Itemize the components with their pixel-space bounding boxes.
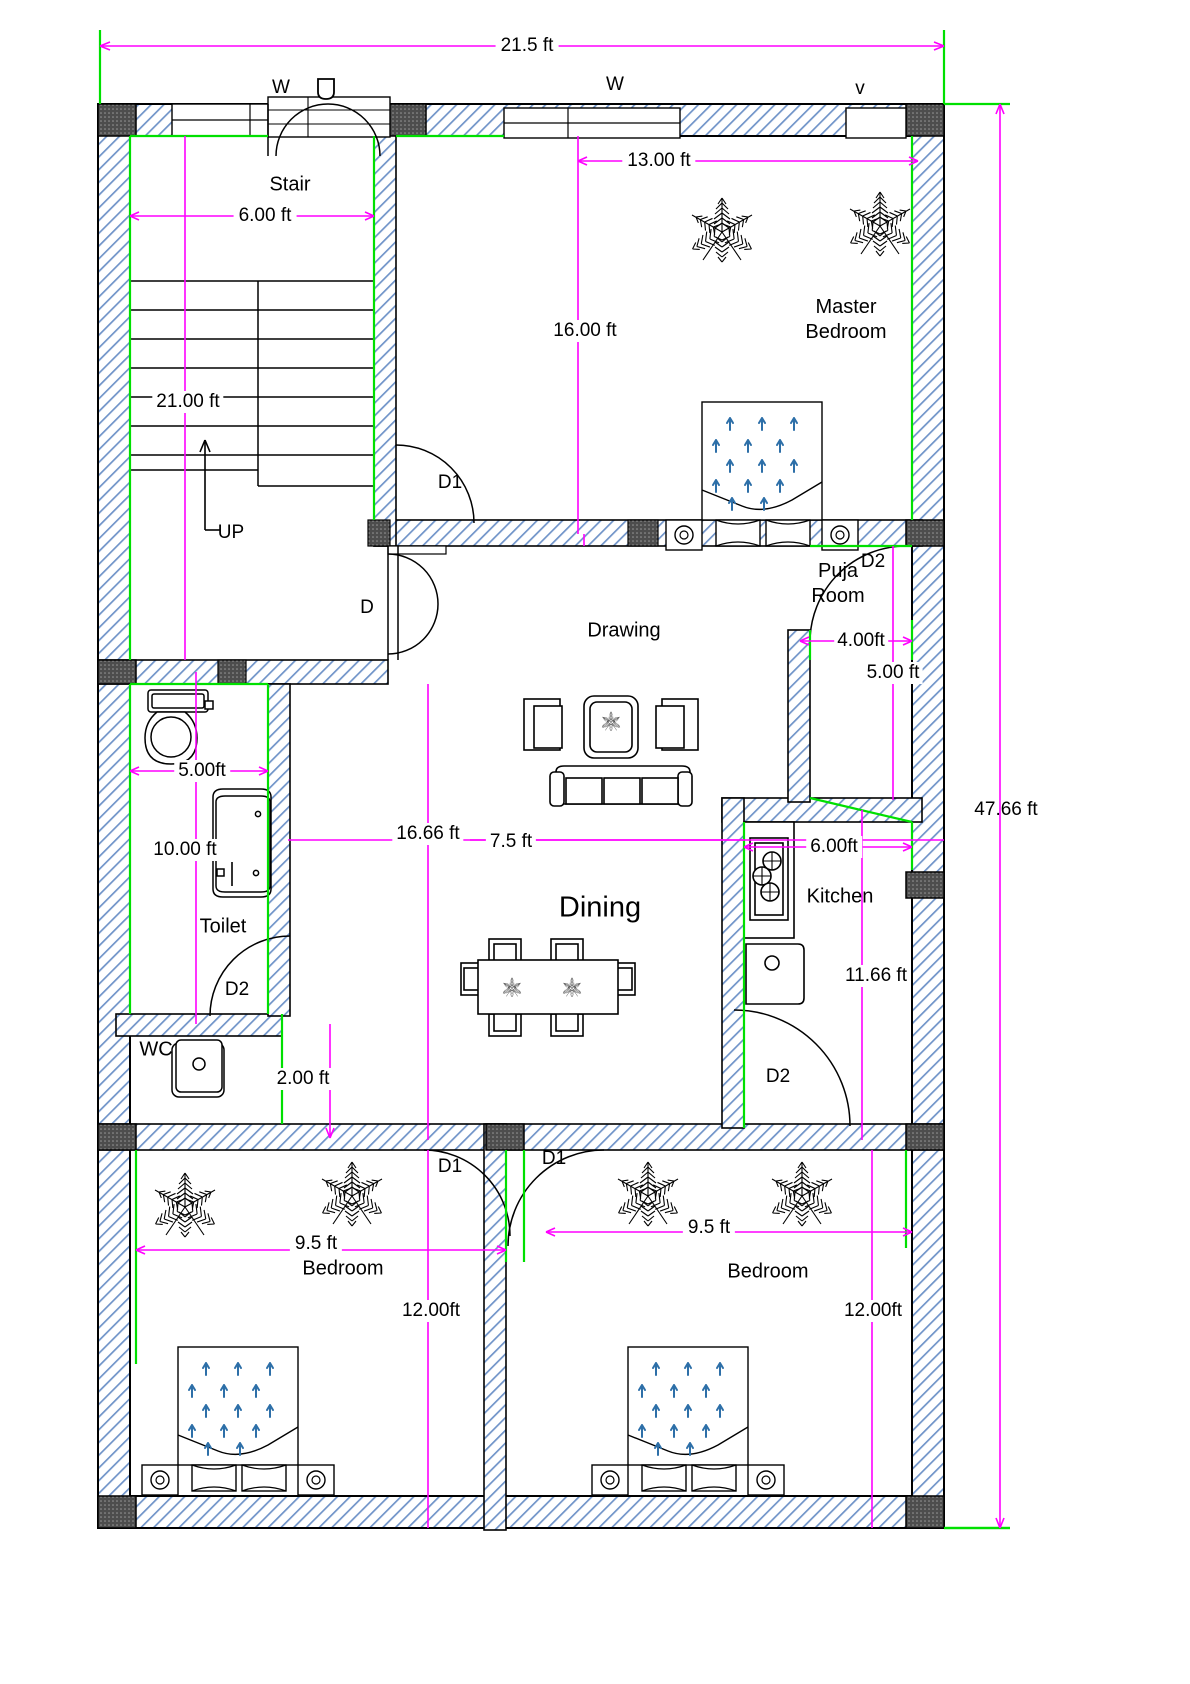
room-label-stair: Stair xyxy=(269,173,311,196)
room-label-dining: Dining xyxy=(558,891,642,924)
dimension-kitchen-width: 6.00ft xyxy=(806,836,862,858)
dimension-dining-offset: 7.5 ft xyxy=(485,831,537,853)
door-label-d2-toilet: D2 xyxy=(224,979,250,1000)
door-label-d1-bedroom-right: D1 xyxy=(541,1148,567,1169)
door-label-d-lobby: D xyxy=(360,597,374,618)
dimension-puja-depth: 5.00 ft xyxy=(863,662,923,684)
bed-left xyxy=(142,1347,334,1495)
walls-layer xyxy=(97,103,945,1531)
dimension-bedroom-left-width: 9.5 ft xyxy=(289,1233,343,1255)
dimension-bedroom-left-depth: 12.00ft xyxy=(398,1300,464,1322)
room-label-bedroom-left: Bedroom xyxy=(302,1257,384,1280)
dimension-wc-depth: 2.00 ft xyxy=(273,1068,333,1090)
kitchen-fixtures xyxy=(743,821,805,1005)
vent-label-master: v xyxy=(855,78,865,99)
dining-set xyxy=(460,938,636,1037)
dimension-master-depth: 16.00 ft xyxy=(549,320,621,342)
dimension-stair-length: 21.00 ft xyxy=(152,391,224,413)
dimension-overall-width: 21.5 ft xyxy=(495,35,559,57)
dimension-puja-width: 4.00ft xyxy=(834,630,888,652)
room-label-kitchen: Kitchen xyxy=(806,885,874,908)
room-label-wc: WC xyxy=(139,1038,173,1061)
dimension-overall-height: 47.66 ft xyxy=(974,799,1038,820)
window-label-stair: W xyxy=(272,77,290,98)
dimension-toilet-depth: 10.00 ft xyxy=(150,839,220,861)
room-label-drawing: Drawing xyxy=(587,619,661,642)
dimension-stair-width: 6.00 ft xyxy=(233,205,297,227)
dimension-kitchen-depth: 11.66 ft xyxy=(841,965,911,987)
door-label-d1-bedroom-left: D1 xyxy=(437,1156,463,1177)
dimension-toilet-width: 5.00ft xyxy=(174,760,230,782)
bed-right xyxy=(592,1347,784,1495)
room-label-toilet: Toilet xyxy=(199,915,247,938)
stair-up-label: UP xyxy=(217,522,245,543)
furniture-layer xyxy=(142,191,914,1495)
door-label-d2-kitchen: D2 xyxy=(765,1066,791,1087)
dimension-master-width: 13.00 ft xyxy=(622,150,696,172)
staircase xyxy=(130,280,374,531)
toilet-fixtures xyxy=(144,689,272,1098)
doors-layer xyxy=(209,103,907,1247)
dimension-bedroom-right-width: 9.5 ft xyxy=(682,1217,736,1239)
dimension-bedroom-right-depth: 12.00ft xyxy=(840,1300,906,1322)
window-label-master: W xyxy=(606,74,624,95)
room-label-bedroom-right: Bedroom xyxy=(727,1260,809,1283)
dimension-drawing-width: 16.66 ft xyxy=(392,823,464,845)
living-furniture xyxy=(523,695,699,807)
dimension-lines xyxy=(99,41,1005,1529)
door-label-d2-puja: D2 xyxy=(860,551,886,572)
door-label-d1-stair: D1 xyxy=(437,472,463,493)
